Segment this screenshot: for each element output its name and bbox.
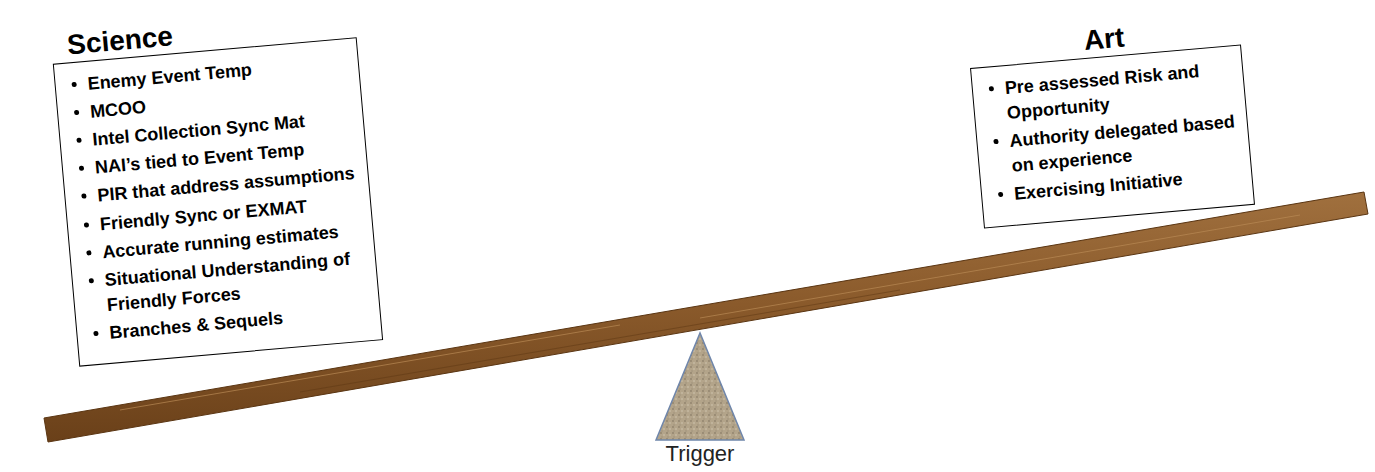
bullet-dot	[993, 139, 998, 144]
bullet-text: MCOO	[89, 96, 147, 121]
bullet-text: Exercising Initiative	[1013, 169, 1183, 204]
wood-grain	[300, 290, 900, 392]
bullet-dot	[989, 86, 994, 91]
wood-grain	[700, 215, 1300, 318]
text-panel: ScienceEnemy Event TempMCOOIntel Collect…	[50, 3, 383, 367]
bullet-dot	[89, 278, 94, 283]
bullet-dot	[74, 109, 79, 114]
bullet-text: Authority delegated based on experience	[1009, 111, 1236, 176]
bullet-text: Pre assessed Risk and Opportunity	[1004, 61, 1200, 123]
text-panel: ArtPre assessed Risk and OpportunityAuth…	[967, 11, 1255, 228]
bullet-dot	[84, 221, 89, 226]
bullet-dot	[76, 137, 81, 142]
panel-frame: Enemy Event TempMCOOIntel Collection Syn…	[53, 36, 383, 366]
bullet-dot	[998, 192, 1003, 197]
fulcrum-triangle	[656, 333, 744, 440]
bullet-dot	[81, 193, 86, 198]
bullet-dot	[79, 165, 84, 170]
bullet-dot	[71, 81, 76, 86]
seesaw-plank	[44, 192, 1368, 442]
bullet-text: Branches & Sequels	[109, 308, 284, 343]
bullet-dot	[86, 250, 91, 255]
fulcrum-label: Trigger	[666, 441, 735, 466]
bullet-text: Enemy Event Temp	[87, 59, 253, 93]
bullet-dot	[93, 331, 98, 336]
panel-frame: Pre assessed Risk and OpportunityAuthori…	[970, 44, 1255, 228]
